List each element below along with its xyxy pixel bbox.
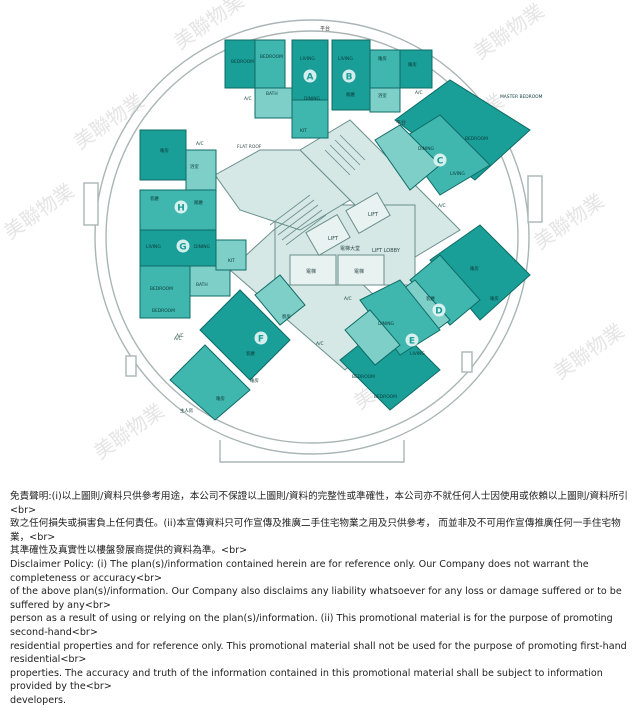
- svg-text:MASTER BEDROOM: MASTER BEDROOM: [500, 94, 543, 100]
- svg-text:LIFT LOBBY: LIFT LOBBY: [372, 248, 401, 254]
- svg-text:浴室: 浴室: [190, 163, 199, 170]
- svg-text:電梯大堂: 電梯大堂: [340, 245, 360, 252]
- svg-text:平台: 平台: [396, 119, 406, 126]
- disclaimer-en-line: properties. The accuracy and truth of th…: [10, 667, 603, 693]
- unit-g: [139, 229, 247, 319]
- watermark: 美聯物業: [89, 399, 168, 465]
- svg-text:BATH: BATH: [196, 282, 208, 288]
- core-labels: 電梯 電梯 LIFT LIFT 電梯大堂 LIFT LOBBY: [306, 212, 401, 275]
- svg-text:KIT: KIT: [228, 258, 235, 264]
- svg-text:飯廳: 飯廳: [346, 91, 355, 98]
- watermark: 美聯物業: [69, 89, 148, 155]
- disclaimer-en-line: of the above plan(s)/information. Our Co…: [10, 586, 622, 611]
- unit-label-f: F: [258, 335, 264, 345]
- svg-text:DINING: DINING: [418, 146, 435, 152]
- svg-text:LIFT: LIFT: [328, 236, 339, 242]
- svg-text:LIFT: LIFT: [368, 212, 379, 218]
- svg-text:BEDROOM: BEDROOM: [150, 286, 173, 292]
- svg-text:DINING: DINING: [378, 321, 395, 327]
- unit-label-a: A: [307, 73, 314, 83]
- svg-text:KIT: KIT: [300, 128, 307, 134]
- svg-text:A/C: A/C: [196, 141, 204, 147]
- svg-text:睡房: 睡房: [378, 55, 387, 62]
- svg-text:FLAT ROOF: FLAT ROOF: [237, 144, 262, 150]
- unit-a: [224, 39, 329, 139]
- svg-text:LIVING: LIVING: [146, 244, 161, 250]
- svg-text:A/C: A/C: [438, 203, 446, 209]
- svg-text:LIVING: LIVING: [450, 171, 465, 177]
- svg-text:A/C: A/C: [244, 96, 252, 102]
- unit-label-b: B: [346, 73, 353, 83]
- disclaimer-zh-line: 致之任何損失或損害負上任何責任。(ii)本宣傳資料只可作宣傳及推廣二手住宅物業之…: [10, 518, 621, 543]
- unit-label-c: C: [437, 157, 444, 167]
- svg-text:客廳: 客廳: [426, 295, 435, 302]
- disclaimer-en-line: developers.: [10, 694, 67, 706]
- unit-label-h: H: [177, 204, 185, 214]
- svg-text:BEDROOM: BEDROOM: [231, 59, 254, 65]
- svg-text:睡房: 睡房: [216, 395, 225, 402]
- svg-text:浴室: 浴室: [378, 92, 387, 99]
- unit-label-g: G: [179, 243, 186, 253]
- svg-text:睡房: 睡房: [408, 61, 417, 68]
- watermark: 美聯物業: [469, 0, 548, 64]
- svg-text:LIVING: LIVING: [410, 351, 425, 357]
- lift-lobby: [289, 192, 391, 286]
- unit-markers: A B C D E F G H: [174, 69, 447, 347]
- svg-text:電梯: 電梯: [306, 268, 316, 275]
- svg-text:客廳: 客廳: [150, 195, 159, 202]
- unit-e: [339, 279, 441, 411]
- unit-label-d: D: [435, 307, 442, 317]
- svg-text:BEDROOM: BEDROOM: [374, 394, 397, 400]
- svg-text:睡房: 睡房: [250, 377, 259, 384]
- svg-text:BEDROOM: BEDROOM: [352, 374, 375, 380]
- svg-text:A/C: A/C: [344, 296, 352, 302]
- staircase: [269, 134, 366, 246]
- disclaimer-en-line: person as a result of using or relying o…: [10, 613, 613, 638]
- svg-text:BEDROOM: BEDROOM: [260, 54, 283, 60]
- svg-text:DINING: DINING: [194, 244, 211, 250]
- svg-text:廚房: 廚房: [282, 313, 291, 320]
- svg-text:A/C: A/C: [174, 336, 182, 342]
- svg-text:DINING: DINING: [304, 96, 321, 102]
- unit-h: [139, 129, 217, 231]
- svg-text:睡房: 睡房: [160, 147, 169, 154]
- svg-text:客廳: 客廳: [246, 350, 255, 357]
- room-labels: BEDROOM BEDROOM LIVING DINING BATH KIT A…: [146, 54, 543, 414]
- svg-text:飯廳: 飯廳: [194, 199, 203, 206]
- svg-text:LIVING: LIVING: [300, 56, 315, 62]
- svg-text:LIVING: LIVING: [338, 56, 353, 62]
- disclaimer: 免責聲明:(i)以上圖則/資料只供參考用途，本公司不保證以上圖則/資料的完整性或…: [10, 490, 632, 708]
- svg-text:A/C: A/C: [176, 333, 184, 339]
- watermark: 美聯物業: [0, 179, 78, 245]
- disclaimer-en-line: Disclaimer Policy: (i) The plan(s)/infor…: [10, 558, 589, 584]
- svg-text:平台: 平台: [320, 25, 330, 32]
- watermark: 美聯物業: [549, 319, 628, 385]
- svg-text:BEDROOM: BEDROOM: [152, 308, 175, 314]
- svg-text:睡房: 睡房: [470, 265, 479, 272]
- svg-text:主人房: 主人房: [180, 407, 194, 414]
- svg-text:BEDROOM: BEDROOM: [465, 136, 488, 142]
- disclaimer-zh-line: 免責聲明:(i)以上圖則/資料只供參考用途，本公司不保證以上圖則/資料的完整性或…: [10, 491, 628, 516]
- floor-plan: 美聯物業 美聯物業 美聯物業 美聯物業 美聯物業 美聯物業 美聯物業 美聯物業 …: [0, 0, 628, 465]
- svg-text:A/C: A/C: [316, 341, 324, 347]
- svg-text:睡房: 睡房: [490, 295, 499, 302]
- podium-outline: [83, 19, 543, 463]
- unit-label-e: E: [409, 337, 415, 347]
- disclaimer-zh-line: 其準確性及真實性以樓盤發展商提供的資料為準。<br>: [10, 545, 248, 557]
- terrace-labels: 平台 平台: [320, 25, 406, 126]
- svg-text:電梯: 電梯: [354, 268, 364, 275]
- unit-f: [169, 274, 306, 421]
- disclaimer-en-line: residential properties and for reference…: [10, 640, 627, 666]
- unit-c: [374, 79, 531, 196]
- svg-text:BATH: BATH: [266, 91, 278, 97]
- svg-text:A/C: A/C: [415, 90, 423, 96]
